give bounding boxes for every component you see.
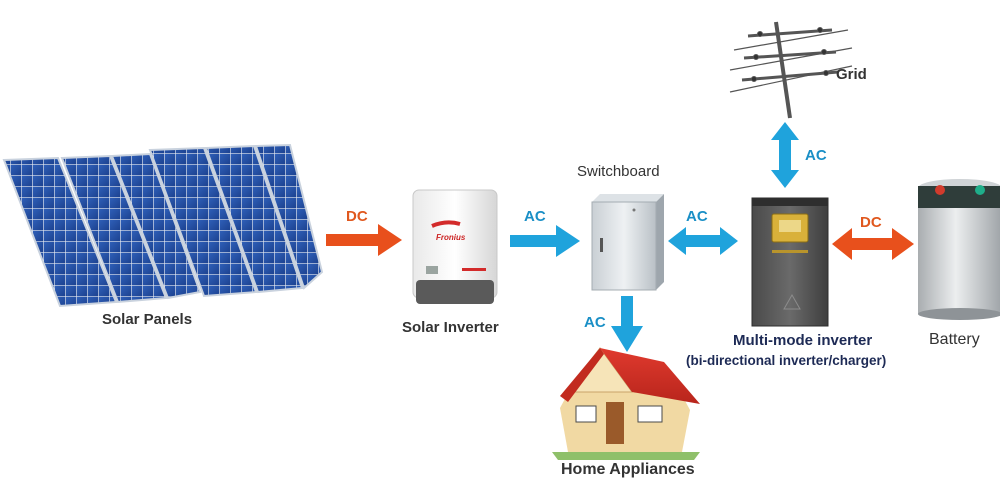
- grid-pole-icon: [729, 21, 853, 119]
- battery-label: Battery: [929, 331, 980, 348]
- ac-arrow-grid-multimode: [771, 122, 799, 188]
- ac-label-switchboard-multimode: AC: [686, 208, 708, 225]
- multimode-inverter-label: Multi-mode inverter: [733, 332, 873, 349]
- ac-arrow-switchboard-multimode: [668, 227, 738, 255]
- ac-arrow-inverter-switchboard: [510, 225, 580, 257]
- solar-panels-label: Solar Panels: [102, 311, 193, 328]
- home-icon: [552, 347, 700, 460]
- home-appliances-label: Home Appliances: [561, 461, 695, 478]
- dc-label-panels-inverter: DC: [346, 208, 368, 225]
- inverter-brand-text: Fronius: [436, 233, 466, 242]
- switchboard-icon: [591, 194, 664, 291]
- grid-label: Grid: [836, 66, 867, 83]
- solar-panels-icon: [2, 143, 324, 308]
- solar-inverter-label: Solar Inverter: [402, 319, 499, 336]
- multimode-inverter-sublabel: (bi-directional inverter/charger): [686, 353, 887, 368]
- multimode-inverter-icon: [751, 197, 829, 327]
- dc-arrow-panels-inverter: [326, 224, 402, 256]
- dc-arrow-multimode-battery: [832, 228, 914, 260]
- solar-inverter-icon: [412, 189, 498, 304]
- ac-arrow-switchboard-home: [611, 296, 643, 352]
- dc-label-multimode-battery: DC: [860, 214, 882, 231]
- battery-icon: [918, 179, 1000, 320]
- ac-label-inverter-switchboard: AC: [524, 208, 546, 225]
- switchboard-label: Switchboard: [577, 163, 660, 180]
- ac-label-grid-multimode: AC: [805, 147, 827, 164]
- ac-label-switchboard-home: AC: [584, 314, 606, 331]
